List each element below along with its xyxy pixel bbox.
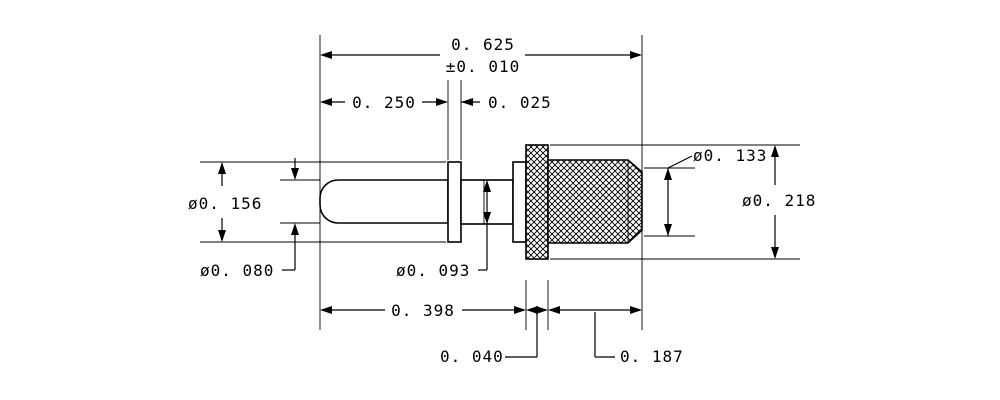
dim-front-length: 0. 398	[320, 301, 526, 320]
dim-tip-length: 0. 250	[320, 93, 448, 112]
overall-tolerance-label: ±0. 010	[446, 57, 520, 76]
overall-length-label: 0. 625	[451, 35, 515, 54]
dim-neck-diameter: ø0. 093	[396, 180, 491, 280]
dim-collar-width: 0. 025	[461, 93, 552, 112]
dim-tip-diameter: ø0. 156	[188, 162, 262, 242]
dim-overall-length: 0. 625 ±0. 010	[320, 35, 642, 76]
step-ring	[512, 161, 527, 243]
front-length-label: 0. 398	[391, 301, 455, 320]
dim-sleeve-length: 0. 187	[548, 306, 684, 366]
dim-pin-diameter: ø0. 080	[200, 158, 299, 280]
tip-length-label: 0. 250	[352, 93, 416, 112]
sleeve-length-label: 0. 187	[620, 347, 684, 366]
dim-sleeve-end-diameter: ø0. 133	[664, 146, 767, 236]
tip-diameter-label: ø0. 156	[188, 194, 262, 213]
neck-diameter-label: ø0. 093	[396, 261, 470, 280]
flange-diameter-label: ø0. 218	[742, 191, 816, 210]
dim-flange-diameter: ø0. 218	[742, 145, 816, 259]
pin-diameter-label: ø0. 080	[200, 261, 274, 280]
knurled-flange	[525, 144, 549, 260]
collar	[447, 161, 462, 243]
pin-tip	[319, 179, 449, 224]
dim-flange-width: 0. 040	[440, 306, 548, 366]
flange-width-label: 0. 040	[440, 347, 504, 366]
sleeve-end-diameter-label: ø0. 133	[693, 146, 767, 165]
collar-width-label: 0. 025	[488, 93, 552, 112]
extension-lines	[200, 35, 800, 330]
part-outline	[319, 144, 643, 260]
